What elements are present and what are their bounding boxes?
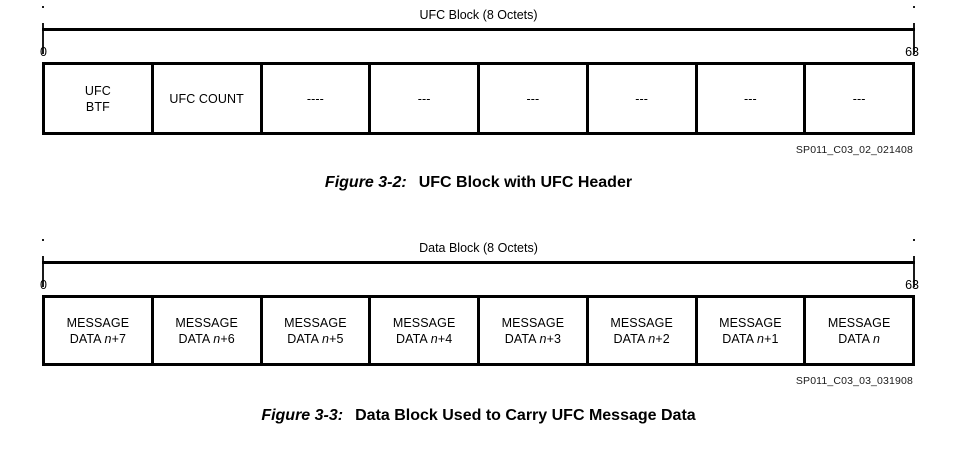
- octet-cell-label: ----: [306, 91, 324, 106]
- octet-cell-label: ---: [635, 91, 649, 106]
- octet-cell: ----: [263, 65, 372, 132]
- figure-caption-number: Figure 3-2:: [324, 174, 407, 191]
- octet-cell: ---: [480, 65, 589, 132]
- figure-caption-title: UFC Block with UFC Header: [418, 174, 633, 191]
- octet-cell-label: ---: [526, 91, 540, 106]
- span-label-start: 0: [40, 45, 47, 59]
- span-rule: [42, 28, 915, 31]
- octet-cell-label: UFC COUNT: [169, 91, 244, 106]
- span-label-start: 0: [40, 278, 47, 292]
- figure-caption: Figure 3-2: UFC Block with UFC Header: [0, 173, 957, 193]
- span-title: Data Block (8 Octets): [42, 241, 915, 256]
- octet-cell: ---: [589, 65, 698, 132]
- figure-caption: Figure 3-3: Data Block Used to Carry UFC …: [0, 406, 957, 426]
- figure-caption-number: Figure 3-3:: [261, 407, 344, 424]
- octet-cell-label: ---: [417, 91, 431, 106]
- octet-cell-label: ---: [743, 91, 757, 106]
- figure-caption-title: Data Block Used to Carry UFC Message Dat…: [355, 407, 696, 424]
- octet-cell: ---: [806, 65, 912, 132]
- octet-cell: ---: [698, 65, 807, 132]
- span-bracket-ufc-block: UFC Block (8 Octets) 0 63: [40, 0, 919, 62]
- octet-cell: UFC COUNT: [154, 65, 263, 132]
- span-rule: [42, 261, 915, 264]
- span-label-end: 63: [905, 278, 919, 292]
- figure-source-id: SP011_C03_02_021408: [795, 144, 913, 156]
- span-title: UFC Block (8 Octets): [42, 8, 915, 23]
- octet-cell-label: ---: [852, 91, 866, 106]
- span-label-end: 63: [905, 45, 919, 59]
- span-bracket-data-block: Data Block (8 Octets) 0 63: [40, 233, 919, 295]
- figure-source-id: SP011_C03_03_031908: [795, 375, 913, 387]
- octet-cell: ---: [371, 65, 480, 132]
